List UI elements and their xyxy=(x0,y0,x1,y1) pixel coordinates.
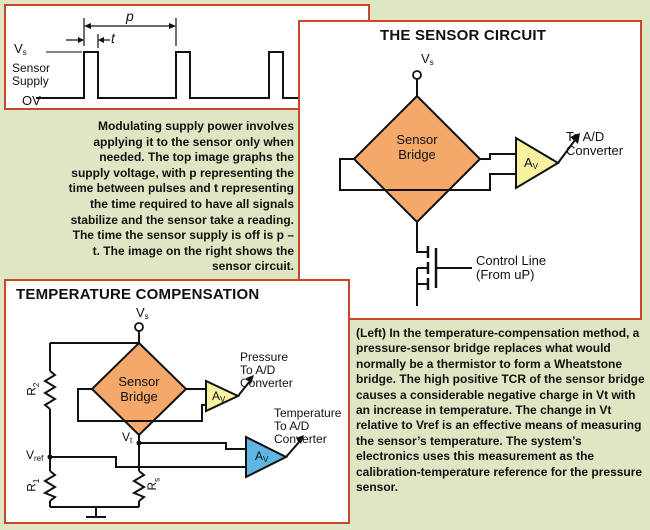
sc-amp-label: AV xyxy=(524,155,539,171)
temp-comp-panel: TEMPERATURE COMPENSATION xyxy=(4,279,350,524)
tc-rs-label: Rs xyxy=(145,477,162,491)
r1-resistor xyxy=(42,470,57,502)
p-arrow-right xyxy=(169,23,176,29)
mosfet-drain xyxy=(416,248,428,253)
supply-pulse-train xyxy=(36,51,356,99)
tc-vs-node xyxy=(134,322,144,332)
tc-vref-label: Vref xyxy=(26,448,44,464)
tc-amp1-label: AV xyxy=(212,389,226,405)
sensor-circuit-title: THE SENSOR CIRCUIT xyxy=(380,27,547,44)
mosfet-source xyxy=(416,283,428,306)
t-label: t xyxy=(111,30,115,46)
temp-comp-diagram xyxy=(42,322,304,518)
p-arrow-left xyxy=(84,23,91,29)
tc-vt-label: Vt xyxy=(122,430,133,446)
tc-r2-label: R2 xyxy=(24,382,41,396)
tc-bridge-left-wire xyxy=(77,388,206,422)
left-feedback-wire xyxy=(339,158,516,191)
vs-label: Vs xyxy=(14,41,27,57)
tc-r1-label: R1 xyxy=(24,478,41,492)
top-caption: Modulating supply power involves applyin… xyxy=(68,119,294,274)
tc-pressure-amplifier xyxy=(205,379,241,413)
bridge-to-amp-wire xyxy=(480,153,516,160)
tc-vref-to-amp2 xyxy=(50,456,246,468)
sensor-circuit-diagram xyxy=(339,70,580,306)
tc-temperature-arrowhead xyxy=(296,435,304,444)
vs-node xyxy=(412,70,422,80)
sc-control-line-label: Control Line(From uP) xyxy=(476,253,547,282)
sc-vs-label: Vs xyxy=(421,51,434,67)
ov-label: OV xyxy=(22,93,41,108)
tc-vt-to-amp2 xyxy=(139,442,246,450)
output-arrowhead xyxy=(570,133,580,144)
waveform-graph xyxy=(36,18,356,99)
tc-pressure-output-wire xyxy=(237,380,251,397)
tc-amp2-label: AV xyxy=(255,449,269,465)
rs-resistor xyxy=(131,470,146,502)
temp-comp-title: TEMPERATURE COMPENSATION xyxy=(16,286,260,303)
tc-temperature-output-wire xyxy=(285,440,301,458)
tc-vs-label: Vs xyxy=(136,305,149,321)
t-arrow-right xyxy=(98,37,104,43)
tc-temperature-amplifier xyxy=(245,435,289,479)
t-arrow-left xyxy=(78,37,84,43)
bottom-caption: (Left) In the temperature-compensation m… xyxy=(356,326,645,495)
output-wire xyxy=(557,139,576,164)
amplifier-triangle xyxy=(515,136,560,190)
tc-pressure-arrowhead xyxy=(246,375,254,384)
r2-resistor xyxy=(43,370,57,410)
p-label: p xyxy=(126,8,134,24)
